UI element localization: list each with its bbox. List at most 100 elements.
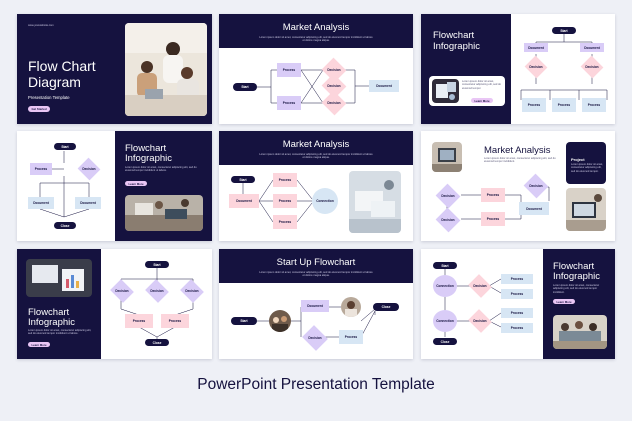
process-box: Process [161,314,189,328]
connection-circle: Connection [433,275,457,297]
close-terminal: Close [433,338,457,345]
woman-photo-circle [341,297,361,317]
office-desk-photo [125,195,203,231]
slide-8-start-up-flowchart[interactable]: Start Up Flowchart Lorem ipsum dolor sit… [219,249,413,359]
start-terminal: Start [433,262,457,269]
slide-5-market-analysis[interactable]: Market Analysis Lorem ipsum dolor sit am… [219,131,413,241]
slide-title: Market Analysis [282,139,350,150]
website-url: www.yourwebsite.com [28,24,54,27]
decision-diamond: Decision [321,73,347,99]
process-box: Process [552,98,576,112]
team-meeting-photo [125,23,207,116]
document-box: Document [369,80,399,92]
document-box: Document [229,194,259,208]
decision-diamond: Decision [144,279,170,303]
learn-more-button[interactable]: Learn More [553,299,575,304]
tablet-photo [432,142,462,172]
connector-lines [257,69,369,104]
slide-description: Lorem ipsum dolor sit amet, consectetur … [259,153,373,160]
slide-1-cover[interactable]: www.yourwebsite.com Flow Chart Diagram P… [17,14,212,124]
project-card [566,142,606,184]
slide-3-flowchart-infographic[interactable]: Flowchart Infographic Lorem ipsum dolor … [421,14,615,124]
learn-more-button[interactable]: Learn More [471,98,493,103]
connector-lines [120,268,194,339]
project-label: Project [571,157,585,162]
decision-diamond: Decision [321,57,347,83]
start-terminal: Start [54,143,76,150]
process-box: Process [273,194,297,208]
slide-header [219,131,413,165]
project-description: Lorem ipsum dolor sit amet, consectetur … [571,163,604,173]
process-box: Process [339,330,363,344]
start-terminal: Start [231,317,257,325]
panel-title-line1: Flowchart [433,30,475,41]
process-box: Process [125,314,153,328]
team-photo-circle [269,310,291,332]
panel-title-line1: Flowchart [125,143,167,154]
process-box: Process [277,96,301,110]
slide-description: Lorem ipsum dolor sit amet, consectetur … [259,36,373,43]
slide-title: Start Up Flowchart [276,257,356,268]
connection-circle: Connection [312,188,338,214]
template-caption: PowerPoint Presentation Template [197,376,435,393]
decision-diamond: Decision [580,55,604,79]
decision-diamond: Decision [467,274,493,298]
cover-title-line1: Flow Chart [28,58,96,74]
panel-title-line2: Infographic [28,317,76,328]
close-terminal: Close [145,339,169,346]
document-box: Document [519,202,549,215]
decision-diamond: Decision [109,279,135,303]
cover-subtitle: Presentation Template [28,95,70,100]
document-box: Document [580,43,604,52]
process-box: Process [522,98,546,112]
process-box: Process [501,274,533,284]
laptop-meeting-photo [349,171,401,233]
panel-description: Lorem ipsum dolor sit amet, consectetur … [28,329,92,336]
document-box: Document [28,197,54,209]
start-terminal: Start [145,261,169,268]
connector-lines [242,179,313,223]
process-box: Process [582,98,606,112]
process-box: Process [30,163,52,175]
process-box: Process [273,215,297,229]
slide-7-flowchart-infographic[interactable]: Flowchart Infographic Lorem ipsum dolor … [17,249,212,359]
process-box: Process [501,289,533,299]
document-box: Document [524,43,548,52]
start-terminal: Start [552,27,576,34]
decision-diamond: Decision [523,173,549,199]
decision-diamond: Decision [321,90,347,116]
start-terminal: Start [233,83,257,91]
connector-lines [257,306,376,338]
slide-9-flowchart-infographic[interactable]: Flowchart Infographic Lorem ipsum dolor … [421,249,615,359]
team-group-photo [553,315,607,349]
process-box: Process [501,323,533,333]
decision-diamond: Decision [301,325,329,351]
slide-6-market-analysis[interactable]: Market Analysis Lorem ipsum dolor sit am… [421,131,615,241]
slide-header [219,14,413,48]
decision-diamond: Decision [435,183,461,209]
panel-description: Lorem ipsum dolor sit amet, consectetur … [553,284,600,294]
panel-title-line1: Flowchart [553,261,595,272]
slide-title: Market Analysis [484,145,551,156]
learn-more-button[interactable]: Learn More [28,342,50,347]
cover-title-line2: Diagram [28,74,81,90]
decision-diamond: Decision [467,309,493,333]
slide-description: Lorem ipsum dolor sit amet, consectetur … [259,271,373,278]
panel-title-line2: Infographic [433,41,481,52]
get-started-button[interactable]: Get Started [28,106,50,112]
document-box: Document [75,197,101,209]
laptop-photo [566,188,606,231]
process-box: Process [273,173,297,187]
panel-title-line2: Infographic [125,153,173,164]
process-box: Process [501,308,533,318]
slide-2-market-analysis[interactable]: Market Analysis Lorem ipsum dolor sit am… [219,14,413,124]
learn-more-button[interactable]: Learn More [125,181,147,186]
slide-4-flowchart-infographic[interactable]: Flowchart Infographic Lorem ipsum dolor … [17,131,212,241]
start-terminal: Start [231,176,255,183]
panel-description: Lorem ipsum dolor sit amet, consectetur … [125,166,197,173]
close-terminal: Close [54,222,76,229]
panel-title-line1: Flowchart [28,307,70,318]
process-box: Process [277,63,301,77]
slide-title: Market Analysis [282,22,350,33]
panel-title-line2: Infographic [553,271,601,282]
